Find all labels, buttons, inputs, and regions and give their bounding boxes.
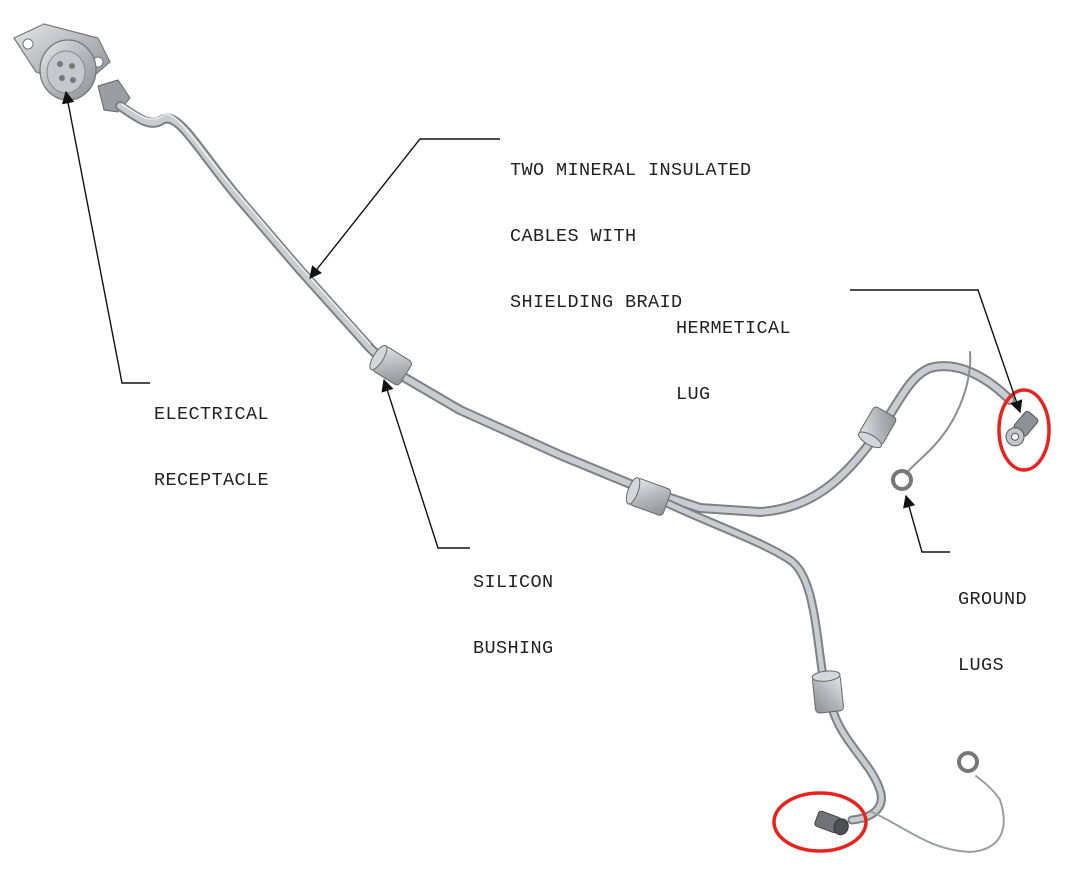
highlight-circle-hermetical-lug — [997, 388, 1051, 472]
leader-bushing — [381, 378, 470, 549]
leader-hermetical-lug — [850, 289, 1023, 414]
hermetical-lugs — [814, 410, 1039, 836]
label-ground-lugs: GROUND LUGS — [958, 589, 1028, 676]
silicon-bushings — [369, 344, 897, 714]
label-electrical-receptacle: ELECTRICAL RECEPTACLE — [154, 404, 270, 491]
highlight-circle-lower-lug — [772, 791, 868, 853]
leader-cables — [309, 138, 500, 279]
leader-ground-lugs — [903, 494, 950, 553]
label-silicon-bushing: SILICON BUSHING — [473, 572, 554, 659]
label-cables: TWO MINERAL INSULATED CABLES WITH SHIELD… — [510, 160, 752, 313]
mineral-insulated-cables — [115, 101, 1015, 853]
electrical-receptacle — [13, 23, 131, 113]
leader-receptacle — [61, 90, 150, 384]
ground-lugs — [891, 469, 979, 773]
label-hermetical-lug: HERMETICAL LUG — [676, 318, 792, 405]
